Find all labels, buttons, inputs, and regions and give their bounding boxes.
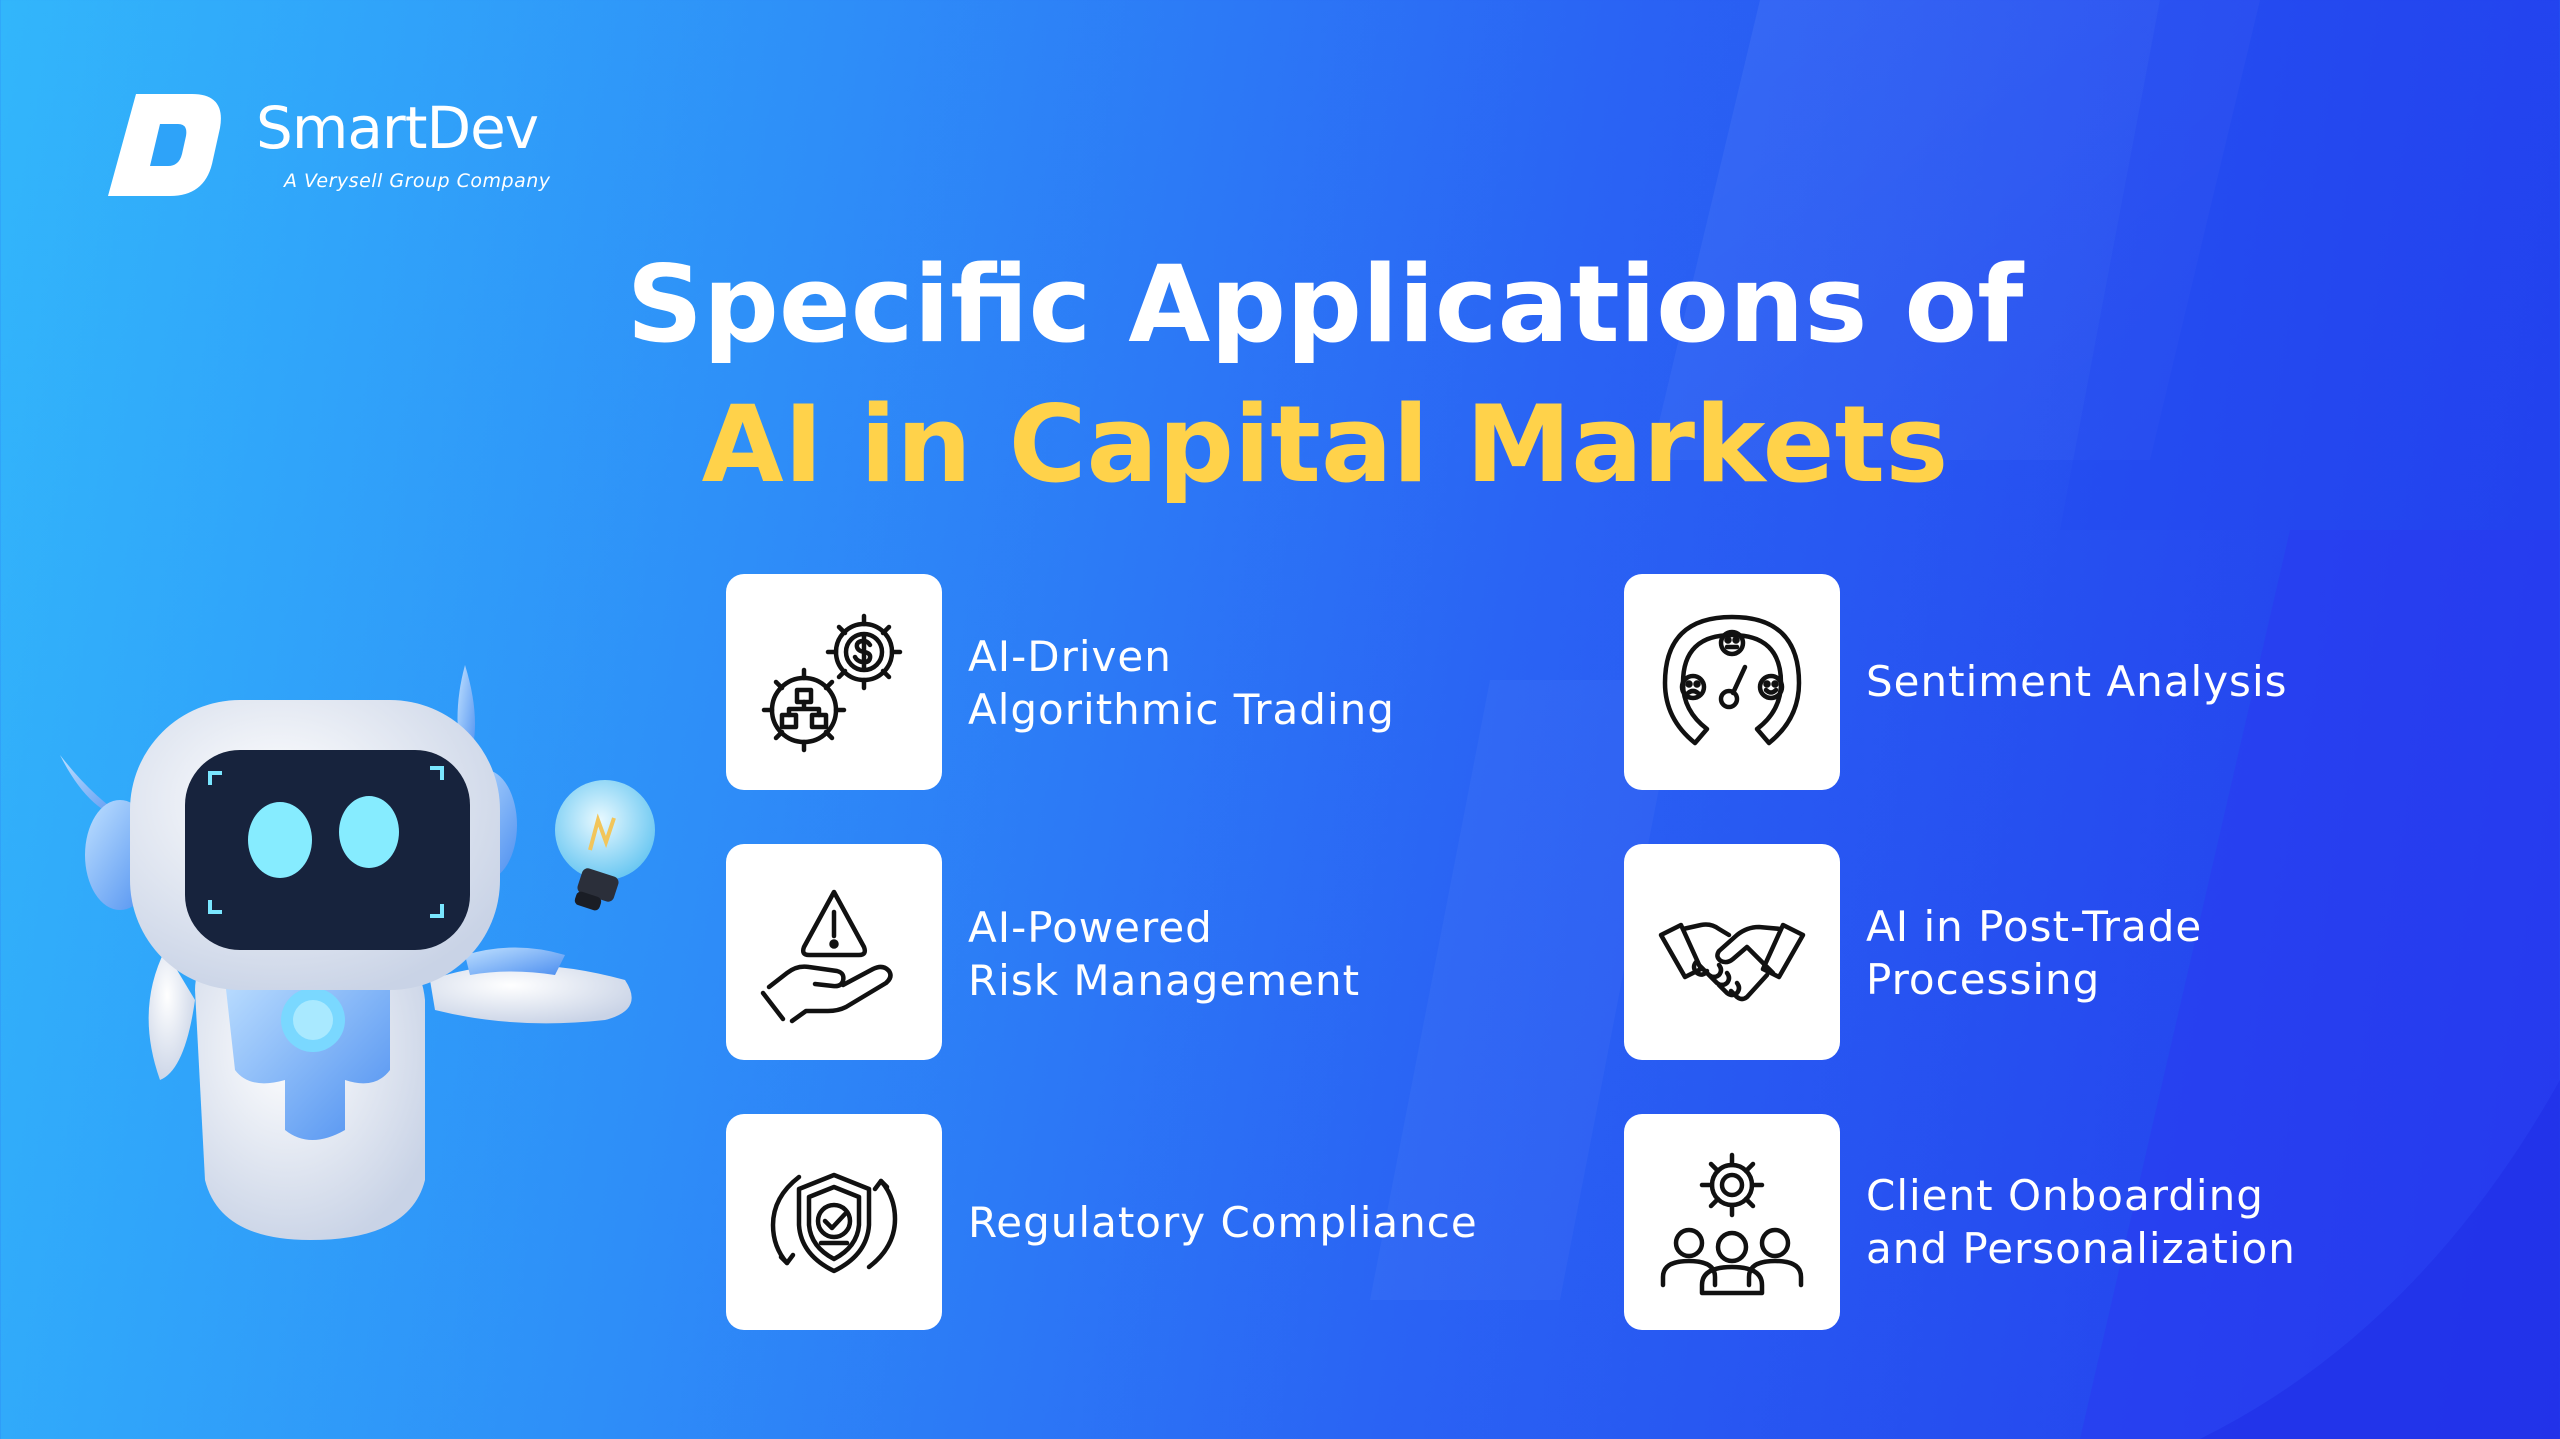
robot-illustration: [60, 665, 655, 1240]
title-line-2: AI in Capital Markets: [701, 383, 1949, 506]
gears-dollar-icon: [761, 613, 903, 753]
app-label-regulatory-compliance: Regulatory Compliance: [968, 1198, 1478, 1247]
shield-check-icon: [770, 1172, 898, 1274]
app-label-risk-management: AI-Powered Risk Management: [968, 903, 1361, 1005]
app-card-algorithmic-trading: [726, 574, 942, 790]
risk-warning-hand-icon: [760, 889, 893, 1024]
app-card-client-onboarding: [1624, 1114, 1840, 1330]
team-gear-icon: [1660, 1152, 1804, 1296]
brand-name: SmartDev: [256, 94, 539, 162]
brand-logo: SmartDev A Verysell Group Company: [108, 92, 608, 202]
app-label-sentiment-analysis: Sentiment Analysis: [1866, 657, 2288, 706]
app-label-client-onboarding: Client Onboarding and Personalization: [1866, 1171, 2296, 1273]
app-card-sentiment-analysis: [1624, 574, 1840, 790]
handshake-icon: [1658, 922, 1806, 1002]
smartdev-logo-icon: [108, 94, 221, 196]
app-card-regulatory-compliance: [726, 1114, 942, 1330]
title-line-1: Specific Applications of: [626, 243, 2024, 366]
app-card-risk-management: [726, 844, 942, 1060]
brand-tagline: A Verysell Group Company: [284, 170, 551, 192]
app-label-post-trade-processing: AI in Post-Trade Processing: [1866, 902, 2203, 1004]
app-card-post-trade-processing: [1624, 844, 1840, 1060]
app-label-algorithmic-trading: AI-Driven Algorithmic Trading: [968, 632, 1395, 734]
sentiment-gauge-icon: [1662, 614, 1802, 746]
page-title: Specific Applications of AI in Capital M…: [0, 235, 2560, 515]
